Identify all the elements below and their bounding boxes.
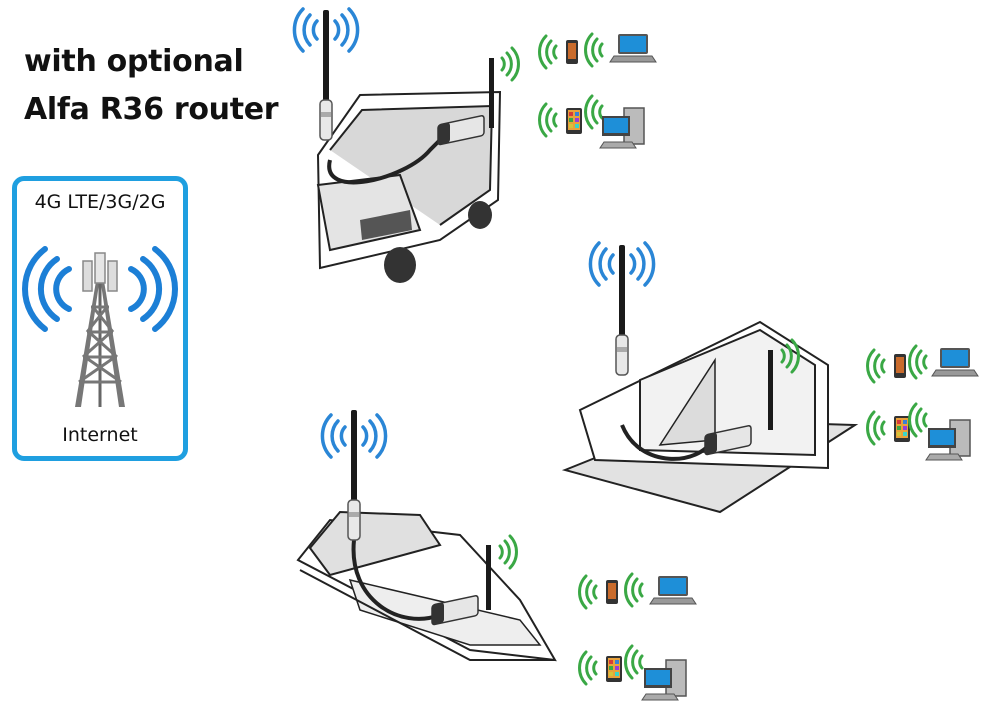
house-outdoor-antenna [615,244,629,376]
boat-scene [296,409,697,701]
headline-line-1: with optional [24,44,244,79]
phone-icon [538,34,578,70]
cell-tower-illustration [22,246,178,407]
cell-tower-icon [75,252,125,407]
tablet-icon [578,650,622,686]
network-types-label: 4G LTE/3G/2G [34,191,166,213]
internet-network-box: 4G LTE/3G/2G [12,176,188,461]
boat-illustration [296,510,557,662]
rv-router-wifi-icon [500,46,520,82]
laptop-icon [908,344,979,380]
house-scene [561,241,979,514]
boat-outdoor-antenna [347,409,361,541]
phone-icon [866,348,906,384]
house-router [704,350,773,456]
internet-label: Internet [62,424,138,446]
tablet-icon [866,410,910,446]
signal-waves-right-icon [128,246,178,332]
tablet-icon [538,102,582,138]
boat-router-wifi-icon [498,534,518,570]
rv-scene [292,7,657,283]
boat-router [431,545,491,626]
headline: with optional Alfa R36 router [24,38,279,134]
desktop-icon [584,94,645,149]
house-devices [866,344,979,461]
headline-line-2: Alfa R36 router [24,92,279,127]
rv-router [437,58,494,146]
rv-outdoor-antenna [319,9,333,141]
laptop-icon [584,32,657,68]
rv-devices [538,32,657,149]
desktop-icon [624,644,687,701]
boat-devices [578,572,697,701]
signal-waves-left-icon [22,246,72,332]
house-illustration [561,320,859,514]
laptop-icon [624,572,697,608]
desktop-icon [908,402,971,461]
phone-icon [578,574,618,610]
